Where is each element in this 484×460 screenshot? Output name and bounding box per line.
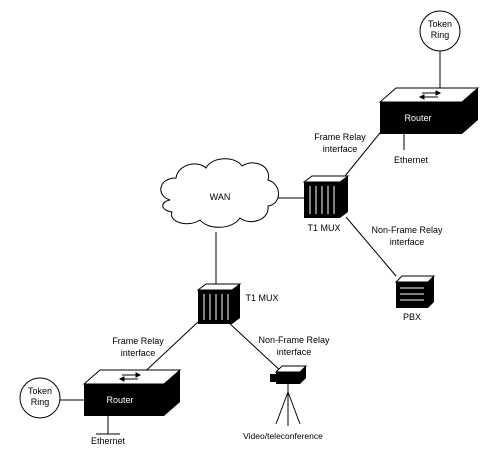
link-mux-bottom-video: [227, 321, 285, 375]
non-frame-bottom-label-1: Non-Frame Relay: [258, 335, 330, 345]
router-bottom-label: Router: [106, 395, 133, 405]
wan-cloud: WAN: [160, 158, 279, 228]
t1-mux-bottom-label: T1 MUX: [245, 293, 278, 303]
t1-mux-bottom: [196, 283, 242, 324]
router-bottom: Router: [82, 369, 182, 416]
router-top: Router: [378, 87, 480, 134]
token-ring-top-label-2: Ring: [431, 30, 450, 40]
router-top-arrows-icon: [418, 90, 442, 100]
router-bottom-arrows-icon: [118, 372, 142, 382]
frame-relay-top-label-1: Frame Relay: [314, 132, 366, 142]
frame-relay-top-label-2: interface: [323, 144, 358, 154]
frame-relay-bottom-label-2: interface: [121, 348, 156, 358]
video-camera: [270, 365, 308, 426]
non-frame-top-label-2: interface: [390, 237, 425, 247]
token-ring-top: Token Ring: [419, 10, 461, 52]
non-frame-bottom-label-2: interface: [277, 347, 312, 357]
router-top-label: Router: [404, 113, 431, 123]
t1-mux-top: [302, 175, 350, 218]
ethernet-top-label: Ethernet: [394, 155, 429, 165]
link-mux-top-pbx: [345, 216, 397, 277]
ethernet-bottom-label: Ethernet: [91, 436, 126, 446]
pbx: [394, 275, 436, 308]
token-ring-top-label-1: Token: [428, 19, 452, 29]
token-ring-bottom: Token Ring: [19, 377, 61, 419]
video-label: Video/teleconference: [243, 431, 323, 441]
non-frame-top-label-1: Non-Frame Relay: [371, 225, 443, 235]
pbx-label: PBX: [403, 312, 421, 322]
t1-mux-top-label: T1 MUX: [307, 223, 340, 233]
frame-relay-bottom-label-1: Frame Relay: [112, 336, 164, 346]
wan-label: WAN: [210, 192, 231, 202]
token-ring-bottom-label-1: Token: [28, 386, 52, 396]
token-ring-bottom-label-2: Ring: [31, 397, 50, 407]
